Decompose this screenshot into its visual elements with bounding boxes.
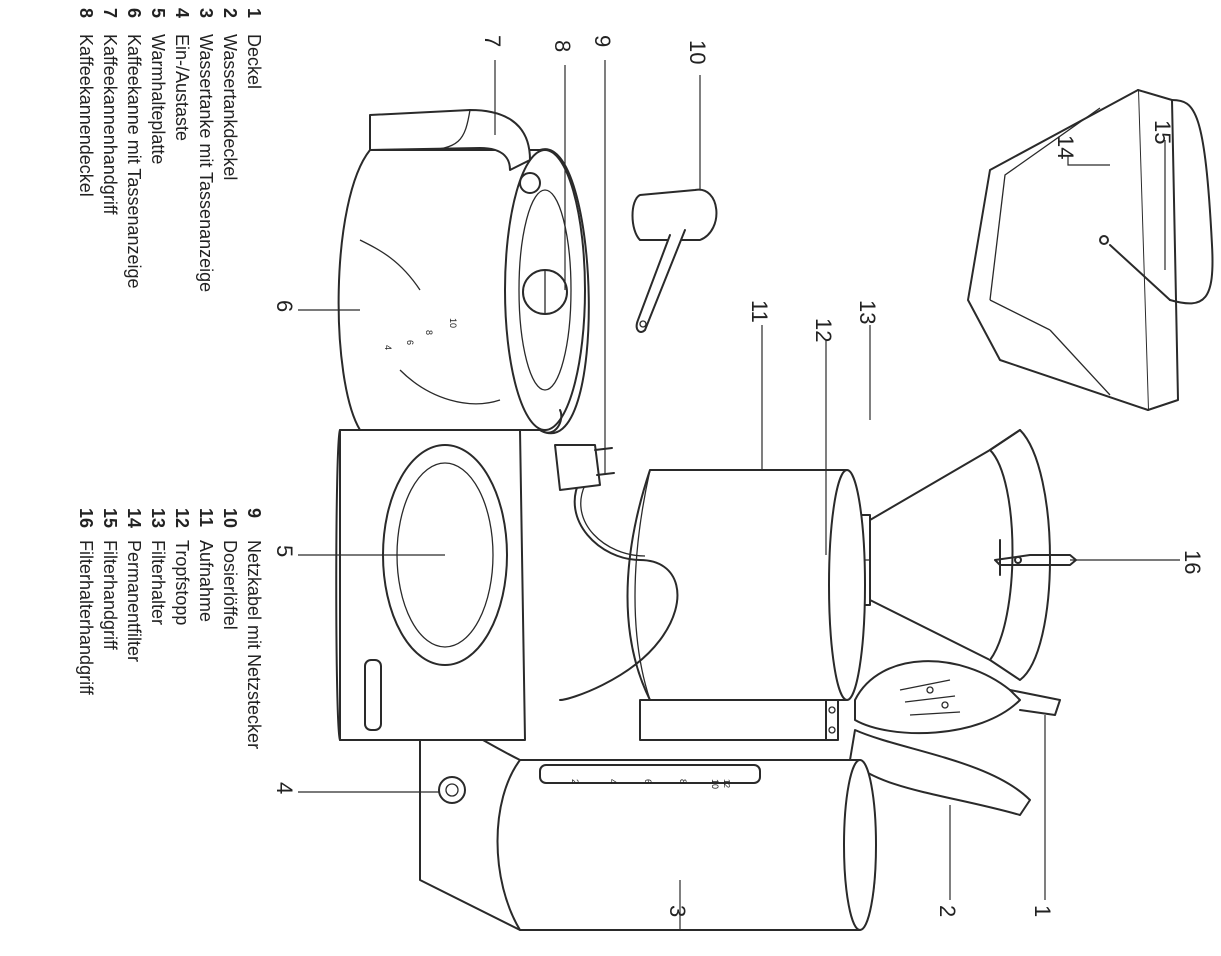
legend-num-3: 3 [196,8,216,18]
legend-num-12: 12 [172,508,192,528]
connector-block [639,699,827,741]
callout-7: 7 [480,35,505,47]
legend-num-1: 1 [244,8,264,18]
legend-label-1: Deckel [244,34,264,89]
callout-8: 8 [550,40,575,52]
tank-scale-labels: 2 4 6 8 10 12 [570,779,731,789]
legend-left-row-7: 7 Kaffeekannenhandgriff [100,8,120,215]
legend-num-5: 5 [148,8,168,18]
carafe-scale-8: 8 [424,330,434,335]
callout-14: 14 [1053,135,1078,159]
callout-1: 1 [1030,905,1055,917]
leader-lines [298,60,1180,930]
legend-label-5: Warmhalteplatte [148,34,168,164]
legend-right-row-9: 9 Netzkabel mit Netzstecker [244,508,264,749]
base-warming-plate [335,429,526,741]
lid-assembly [825,660,1061,816]
legend-num-10: 10 [220,508,240,528]
receptacle [626,469,866,701]
tank-scale-2: 2 [570,779,580,784]
legend-label-6: Kaffeekanne mit Tassenanzeige [124,34,144,289]
legend-num-13: 13 [148,508,168,528]
callout-15: 15 [1150,120,1175,144]
callout-12: 12 [811,318,836,342]
carafe-scale-10: 10 [448,318,458,328]
legend-label-7: Kaffeekannenhandgriff [100,34,120,215]
carafe-scale-4: 4 [383,345,393,350]
legend-label-14: Permanentfilter [124,540,144,662]
legend-num-4: 4 [172,8,192,18]
callout-4: 4 [272,782,297,794]
legend-num-2: 2 [220,8,240,18]
legend-right-row-12: 12 Tropfstopp [172,508,192,625]
permanent-filter [967,89,1214,411]
callout-13: 13 [855,300,880,324]
legend-right-row-13: 13 Filterhalter [148,508,168,625]
carafe-scale-6: 6 [405,340,415,345]
water-tank [419,719,877,931]
legend-label-10: Dosierlöffel [220,540,240,630]
legend-right-row-15: 15 Filterhandgriff [100,508,120,651]
legend-label-2: Wassertankdeckel [220,34,240,180]
legend-num-16: 16 [76,508,96,528]
legend-left-row-8: 8 Kaffeekannendeckel [76,8,96,197]
legend-right-row-16: 16 Filterhalterhandgriff [76,508,96,696]
measuring-spoon [631,188,718,333]
callout-9: 9 [590,35,615,47]
legend-left-row-2: 2 Wassertankdeckel [220,8,240,180]
callout-2: 2 [935,905,960,917]
legend-num-14: 14 [124,508,144,528]
legend-num-8: 8 [76,8,96,18]
legend-label-16: Filterhalterhandgriff [76,540,96,696]
legend-label-8: Kaffeekannendeckel [76,34,96,197]
callout-10: 10 [685,40,710,64]
callout-numbers: 15 14 13 12 11 10 9 8 7 6 5 4 3 2 1 16 [272,35,1205,917]
legend-num-6: 6 [124,8,144,18]
carafe-scale-labels: 10 8 6 4 [383,318,458,350]
legend-label-13: Filterhalter [148,540,168,625]
legend-num-9: 9 [244,508,264,518]
tank-scale-12: 12 [722,779,731,788]
tank-scale-8: 8 [678,779,688,784]
power-cord [554,444,679,701]
legend-label-15: Filterhandgriff [100,540,120,651]
legend-right-row-14: 14 Permanentfilter [124,508,144,662]
legend-left-row-4: 4 Ein-/Austaste [172,8,192,141]
legend-left-row-6: 6 Kaffeekanne mit Tassenanzeige [124,8,144,289]
legend-num-15: 15 [100,508,120,528]
cup-scale-window [539,764,761,784]
callout-3: 3 [665,905,690,917]
callout-16: 16 [1180,550,1205,574]
legend-right-row-11: 11 Aufnahme [196,508,216,622]
legend-left: 1 Deckel [244,8,264,89]
power-button [438,776,466,804]
legend-label-11: Aufnahme [196,540,216,622]
legend-right-row-10: 10 Dosierlöffel [220,508,240,630]
coffee-carafe [337,109,590,435]
legend-label-9: Netzkabel mit Netzstecker [244,540,264,749]
legend-left-row-3: 3 Wassertanke mit Tassenanzeige [196,8,216,292]
legend-num-7: 7 [100,8,120,18]
callout-5: 5 [272,545,297,557]
legend-left-row-5: 5 Warmhalteplatte [148,8,168,164]
legend-label-12: Tropfstopp [172,540,192,625]
tank-scale-4: 4 [608,779,618,784]
legend-label-3: Wassertanke mit Tassenanzeige [196,34,216,292]
callout-11: 11 [747,300,772,323]
callout-6: 6 [272,300,297,312]
legend-num-11: 11 [196,508,216,527]
legend-label-4: Ein-/Austaste [172,34,192,141]
tank-scale-10: 10 [710,779,720,789]
tank-scale-6: 6 [643,779,653,784]
